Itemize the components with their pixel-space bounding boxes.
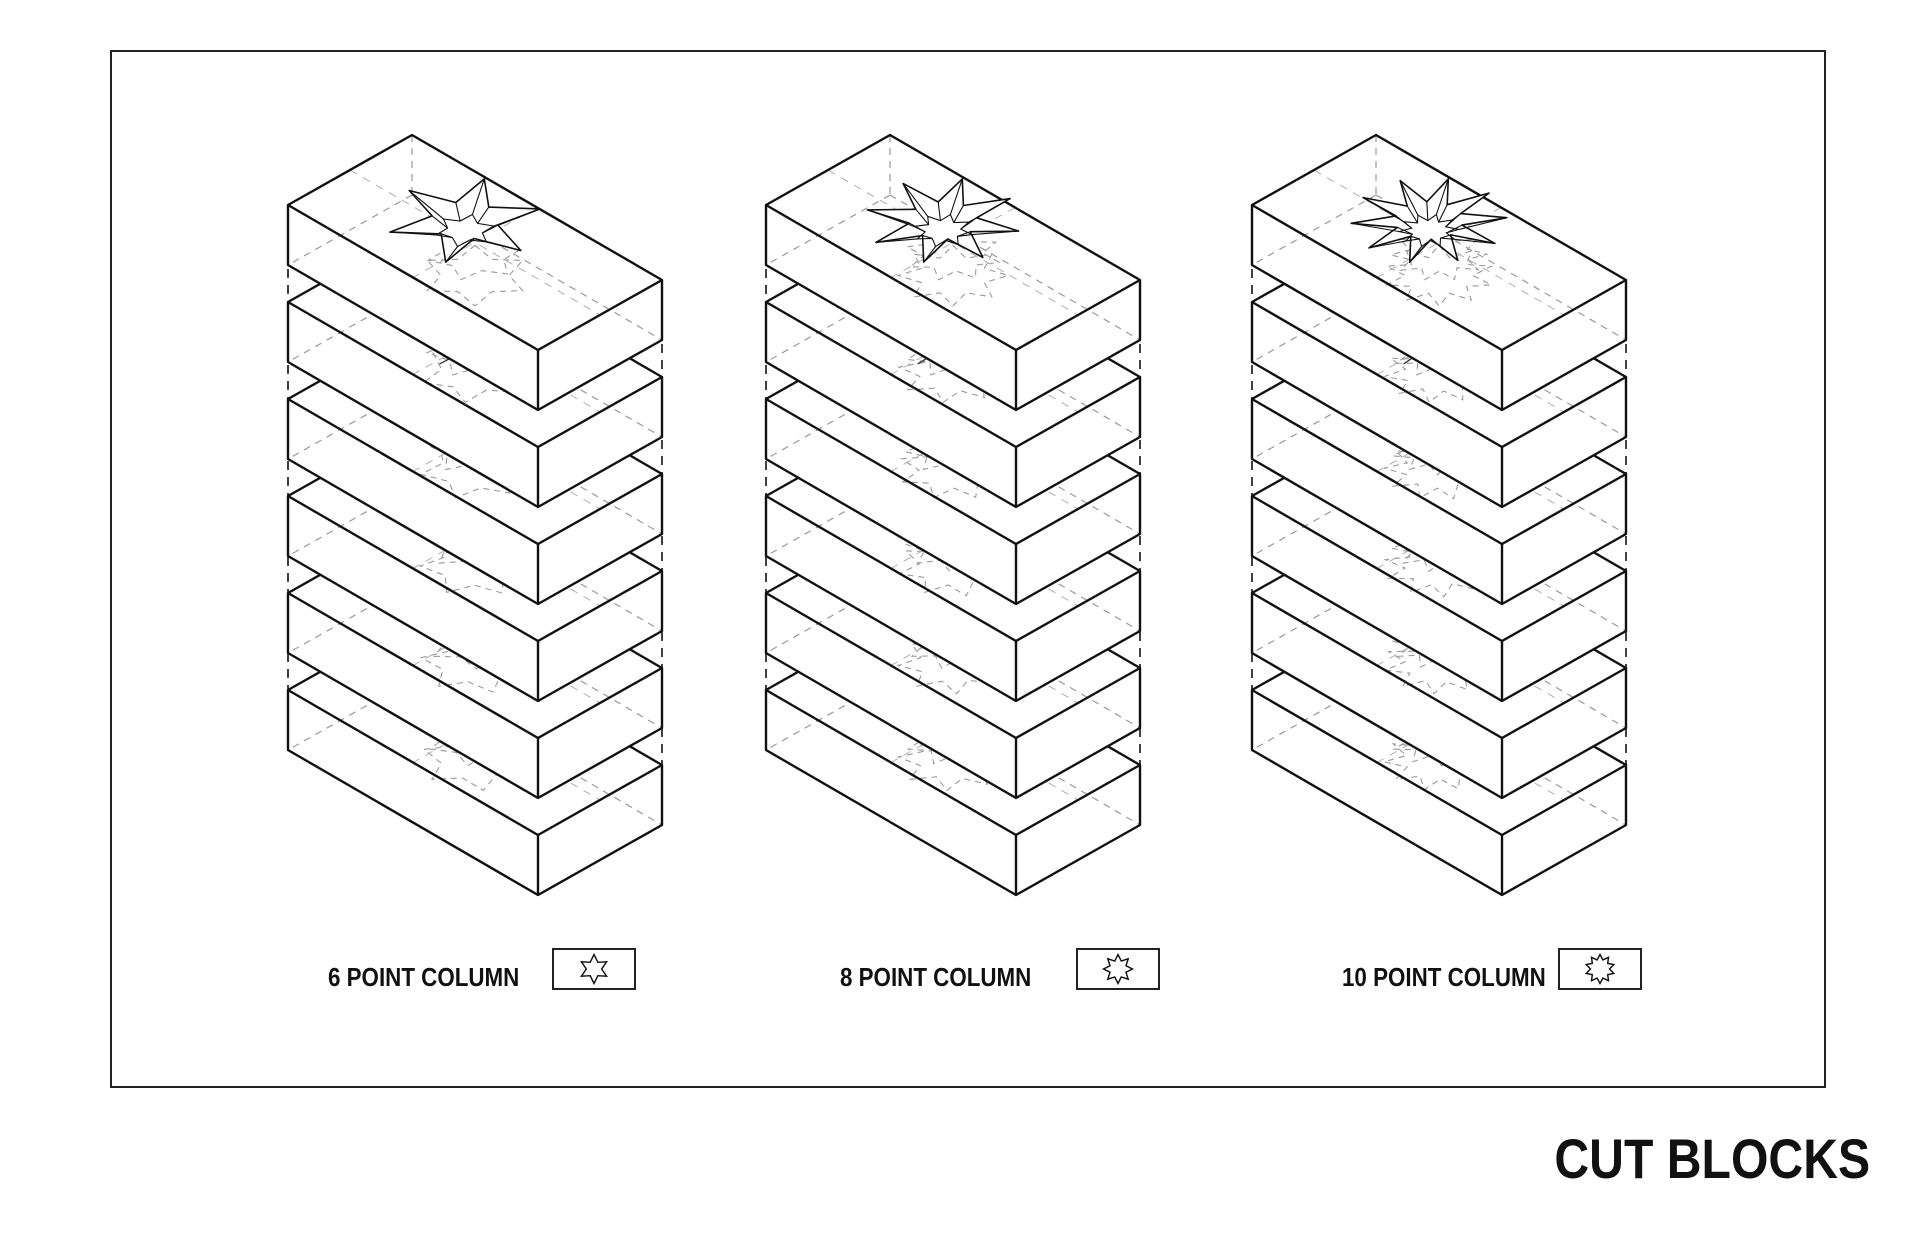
hidden-edge [889,194,1141,341]
hidden-cut-profile [1384,341,1494,404]
legend-key-8-point [1076,948,1160,990]
star-facet-line [972,230,1019,236]
hidden-edge [287,291,413,363]
star-facet-line [1426,201,1429,221]
star-facet-line [1351,222,1400,233]
star-facet-line [1368,240,1407,249]
star-facet-line [471,178,485,215]
construction-line [1313,169,1565,316]
legend-key-6-point [552,948,636,990]
star-cut-opening [389,178,541,263]
hidden-cut-profile [1384,244,1494,307]
construction-line [827,169,1079,316]
star-facet-line [445,246,459,263]
six-point-star-icon [580,952,608,986]
star-facet-line [949,178,963,215]
star-facet-line [923,246,937,263]
star-facet-line [902,183,929,217]
star-facet-line [867,209,915,227]
star-facet-line [937,201,941,221]
hidden-edge [765,485,891,557]
hidden-edge [287,485,413,557]
star-facet-line [1454,238,1495,244]
block-stack-8-point [764,133,1142,897]
star-facet-line [455,202,461,222]
cut-block-layer [764,133,1142,412]
star-cut-opening [1350,178,1508,263]
hidden-edge [1251,194,1377,266]
column-label-10-point: 10 POINT COLUMN [1342,962,1546,992]
star-facet-line [493,208,541,227]
block-stack-10-point [1250,133,1628,897]
ten-point-star-icon [1584,952,1616,986]
hidden-edge [287,679,413,751]
star-facet-line [1435,178,1449,215]
hidden-edge [1375,194,1627,341]
cut-block-layer [286,133,664,412]
star-inner-profile [911,213,975,248]
star-facet-line [1362,197,1404,223]
hidden-edge [765,194,891,266]
star-facet-line [1399,180,1419,216]
hidden-edge [287,194,413,266]
star-facet-line [1439,245,1459,261]
star-facet-line [1406,205,1418,224]
block-body [288,135,662,410]
star-facet-line [477,206,490,224]
block-body [1252,135,1626,410]
block-stack-6-point [286,133,664,897]
construction-line [349,169,601,316]
hidden-edge [765,291,891,363]
eight-point-star-icon [1101,952,1135,986]
drawing-frame [110,50,1826,1088]
star-facet-line [958,244,984,258]
star-facet-line [915,208,930,225]
hidden-edge [765,388,891,460]
star-inner-profile [1398,213,1460,248]
hidden-edge [1251,485,1377,557]
hidden-edge [1251,679,1377,751]
block-body [766,135,1140,410]
legend-key-10-point [1558,948,1642,990]
hidden-edge [1251,582,1377,654]
hidden-edge [765,679,891,751]
column-label-8-point: 8 POINT COLUMN [840,962,1032,992]
hidden-cut-profile [426,244,524,307]
hidden-edge [287,388,413,460]
hidden-edge [287,582,413,654]
star-facet-line [486,241,521,252]
star-facet-line [1397,226,1413,235]
hidden-edge [1251,388,1377,460]
hidden-edge [765,582,891,654]
hidden-edge [411,194,663,341]
star-inner-profile [434,213,496,248]
star-facet-line [389,231,437,236]
hidden-cut-profile [422,729,528,792]
cut-block-layer [1250,133,1628,412]
star-facet-line [431,215,448,229]
star-facet-line [408,190,444,220]
column-label-6-point: 6 POINT COLUMN [328,962,520,992]
star-facet-line [1409,246,1423,263]
hidden-cut-profile [896,244,1010,307]
page-title: CUT BLOCKS [1554,1127,1870,1190]
star-facet-line [953,205,964,223]
star-facet-line [875,238,918,243]
star-facet-line [1458,217,1507,230]
hidden-edge [1251,291,1377,363]
star-facet-line [1438,204,1448,223]
star-facet-line [1410,235,1420,240]
